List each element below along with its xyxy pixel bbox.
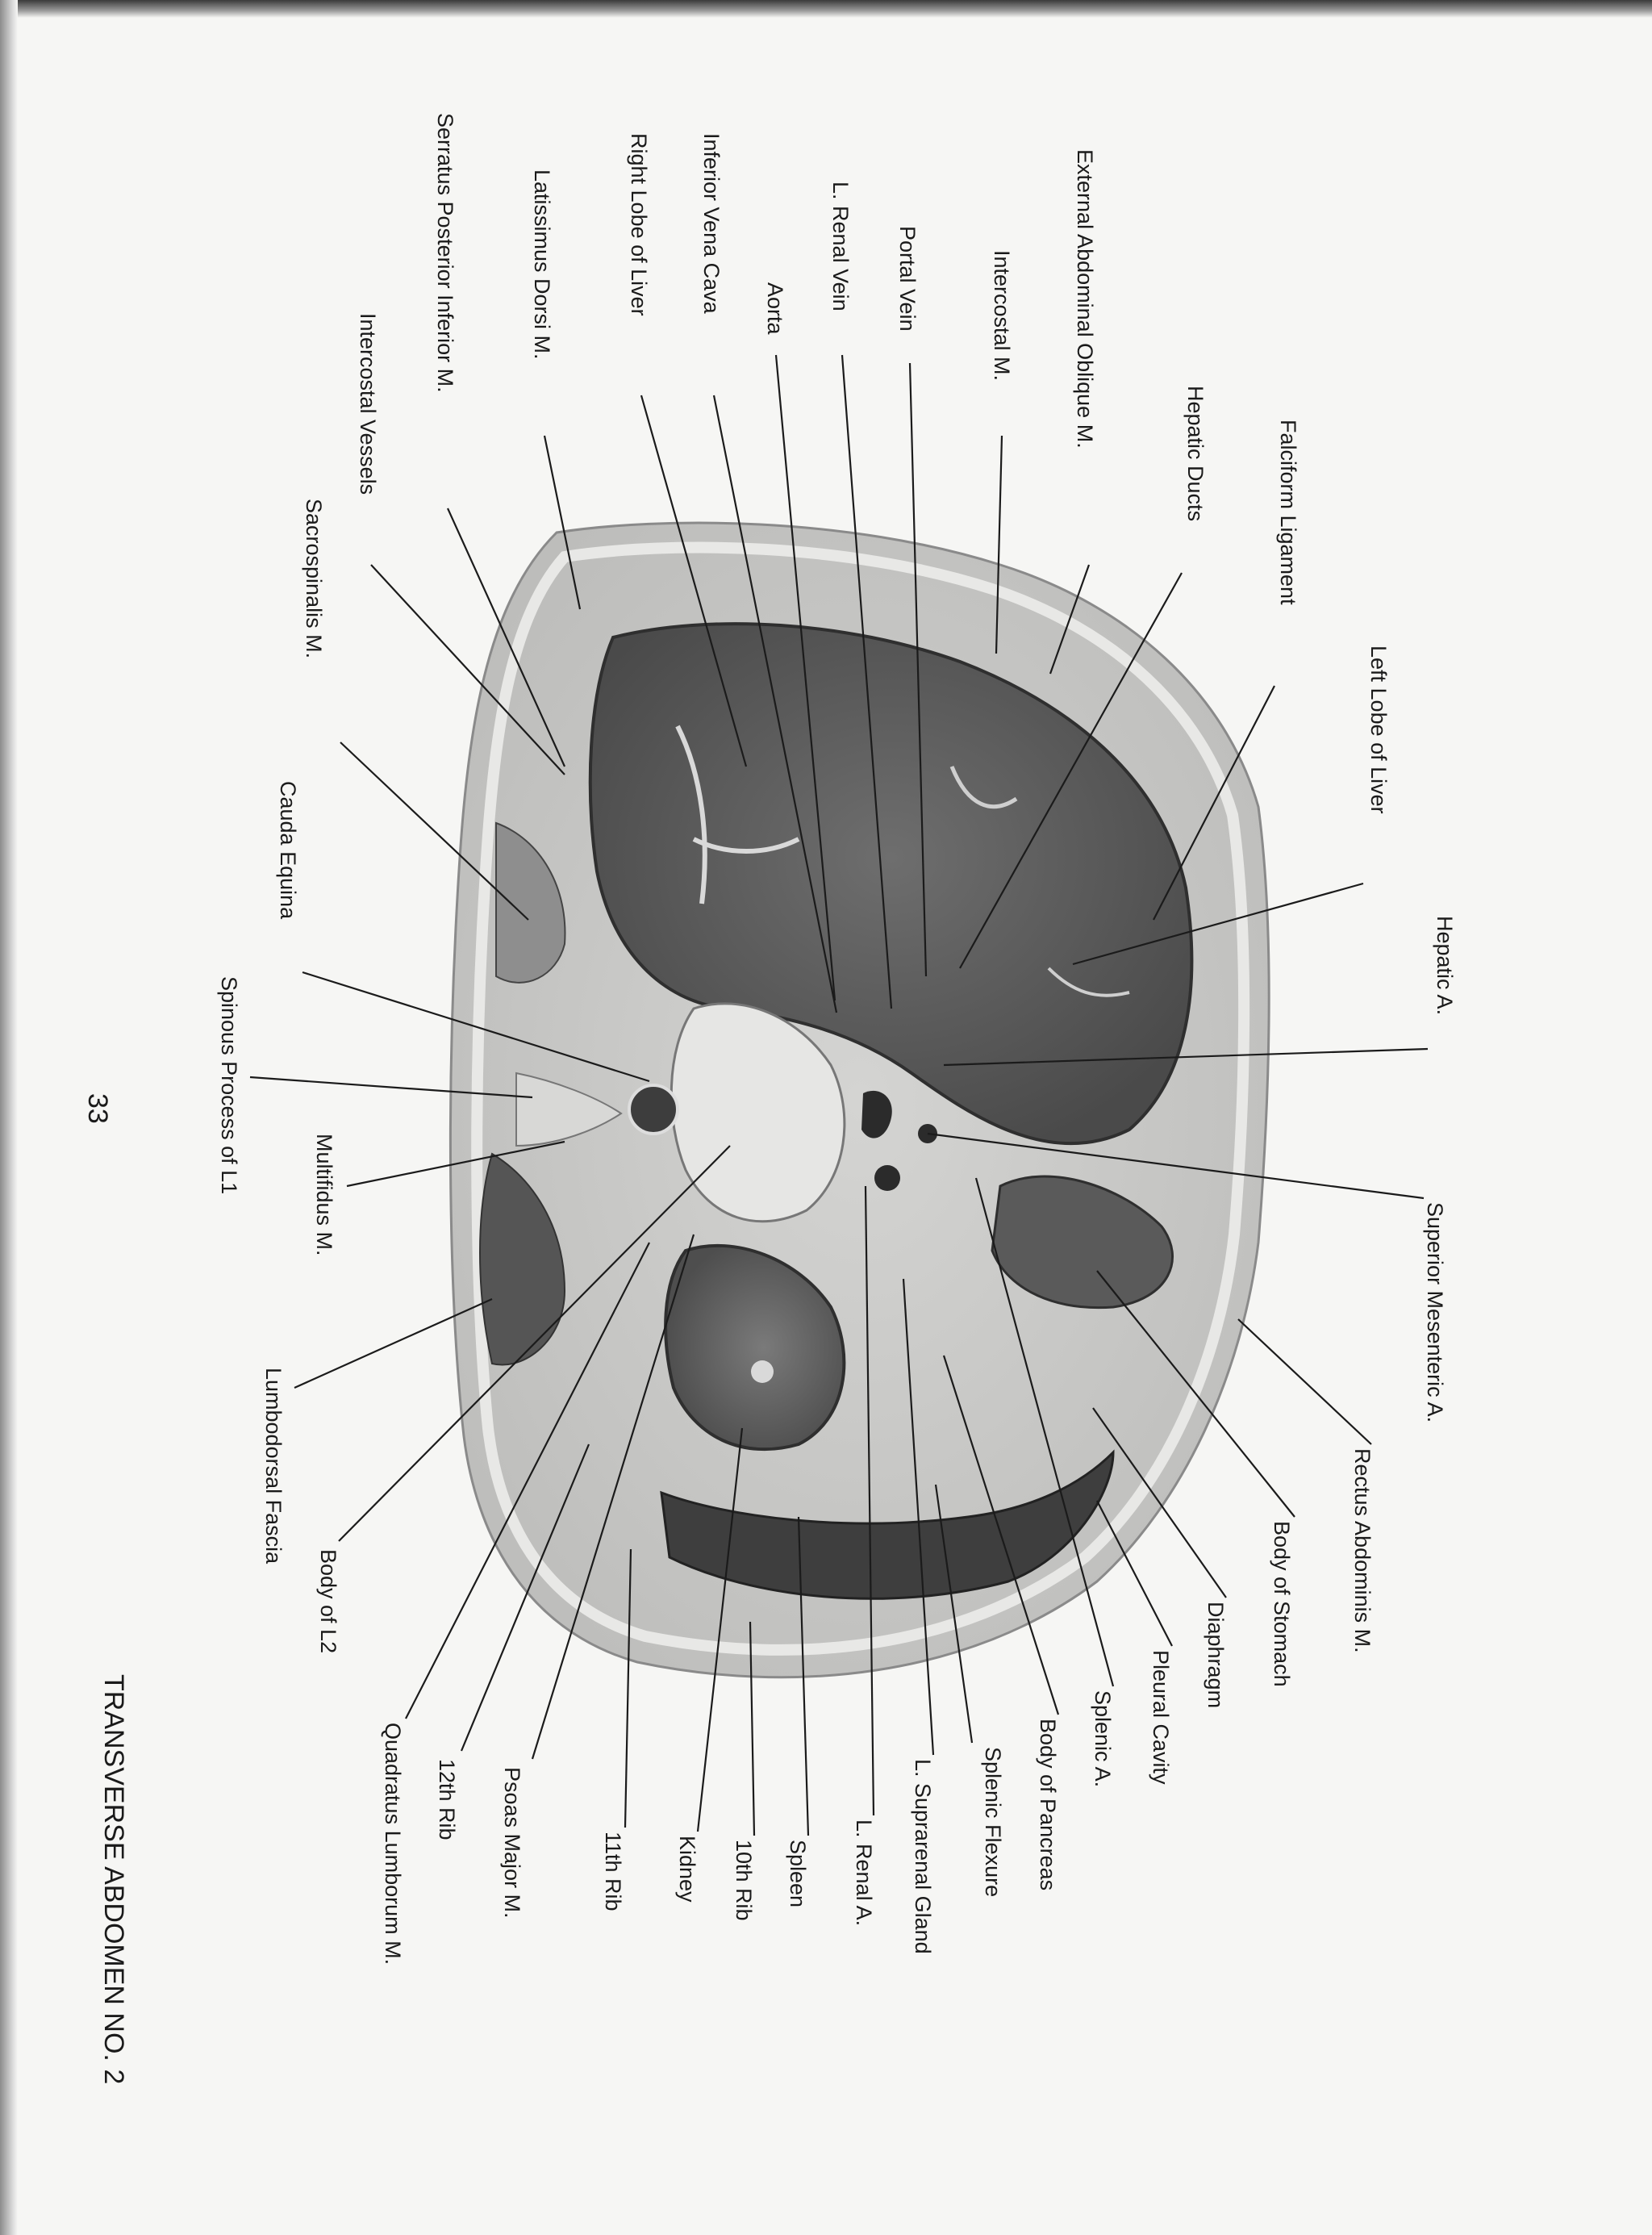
label-psoas-major: Psoas Major M. <box>500 1767 524 1919</box>
label-splenic-a: Splenic A. <box>1091 1690 1115 1787</box>
label-spleen: Spleen <box>786 1840 810 1907</box>
label-rectus-abdominis: Rectus Abdominis M. <box>1350 1448 1375 1653</box>
label-intercostal-m: Intercostal M. <box>990 250 1014 381</box>
label-pleural-cavity: Pleural Cavity <box>1149 1650 1173 1785</box>
structure-labels: Left Lobe of Liver Falciform Ligament He… <box>217 113 1457 1965</box>
paraspinal-muscle-right <box>495 821 566 984</box>
label-body-of-pancreas: Body of Pancreas <box>1036 1719 1060 1890</box>
page-number: 33 <box>82 1093 113 1124</box>
label-hepatic-ducts: Hepatic Ducts <box>1183 386 1208 521</box>
ivc-lumen <box>874 1165 900 1191</box>
label-cauda-equina: Cauda Equina <box>276 781 300 920</box>
label-sacrospinalis: Sacrospinalis M. <box>302 499 326 658</box>
label-external-abdominal-oblique: External Abdominal Oblique M. <box>1073 149 1097 449</box>
paraspinal-muscle-left <box>479 1152 566 1366</box>
label-inferior-vena-cava: Inferior Vena Cava <box>699 133 724 315</box>
plate-title: TRANSVERSE ABDOMEN NO. 2 <box>98 1674 129 2084</box>
liver-vessel-2 <box>1047 967 1130 997</box>
label-aorta: Aorta <box>763 282 787 336</box>
label-portal-vein: Portal Vein <box>895 226 920 332</box>
kidney-region <box>664 1243 846 1452</box>
specimen <box>448 521 1270 1679</box>
liver-region <box>588 622 1194 1146</box>
label-quadratus-lumborum: Quadratus Lumborum M. <box>381 1723 405 1965</box>
label-body-of-l2: Body of L2 <box>316 1549 340 1653</box>
label-diaphragm: Diaphragm <box>1204 1602 1228 1708</box>
spinous-process <box>515 1072 623 1147</box>
leader-lines <box>249 354 1429 1836</box>
label-serratus-posterior-inferior: Serratus Posterior Inferior M. <box>433 113 457 393</box>
stomach-region <box>991 1175 1174 1310</box>
label-lumbodorsal-fascia: Lumbodorsal Fascia <box>261 1368 286 1564</box>
label-body-of-stomach: Body of Stomach <box>1270 1521 1294 1687</box>
liver-fissure <box>675 725 800 904</box>
label-intercostal-vessels: Intercostal Vessels <box>356 313 380 495</box>
liver-vessel-1 <box>949 766 1018 809</box>
label-12th-rib: 12th Rib <box>435 1759 459 1840</box>
skin-layer <box>471 541 1250 1656</box>
label-spinous-process-l1: Spinous Process of L1 <box>217 976 241 1194</box>
label-hepatic-a: Hepatic A. <box>1433 916 1457 1015</box>
label-11th-rib: 11th Rib <box>601 1832 625 1911</box>
label-falciform-ligament: Falciform Ligament <box>1276 420 1300 605</box>
renal-pelvis <box>751 1360 774 1383</box>
label-l-suprarenal-gland: L. Suprarenal Gland <box>911 1759 935 1954</box>
label-l-renal-vein: L. Renal Vein <box>828 182 853 311</box>
label-latissimus-dorsi: Latissimus Dorsi M. <box>530 169 554 360</box>
spleen-region <box>660 1449 1115 1600</box>
label-multifidus: Multifidus M. <box>312 1134 336 1256</box>
scan-left-shadow <box>0 0 18 2235</box>
label-10th-rib: 10th Rib <box>732 1840 756 1921</box>
spinal-canal <box>628 1084 679 1135</box>
label-right-lobe-of-liver: Right Lobe of Liver <box>627 133 651 316</box>
label-superior-mesenteric-a: Superior Mesenteric A. <box>1423 1202 1447 1422</box>
label-kidney: Kidney <box>675 1836 699 1903</box>
label-l-renal-a: L. Renal A. <box>852 1819 876 1926</box>
aorta-lumen <box>861 1090 892 1138</box>
label-splenic-flexure: Splenic Flexure <box>981 1747 1005 1897</box>
scan-top-shadow <box>0 0 1652 18</box>
label-left-lobe-of-liver: Left Lobe of Liver <box>1366 645 1391 814</box>
